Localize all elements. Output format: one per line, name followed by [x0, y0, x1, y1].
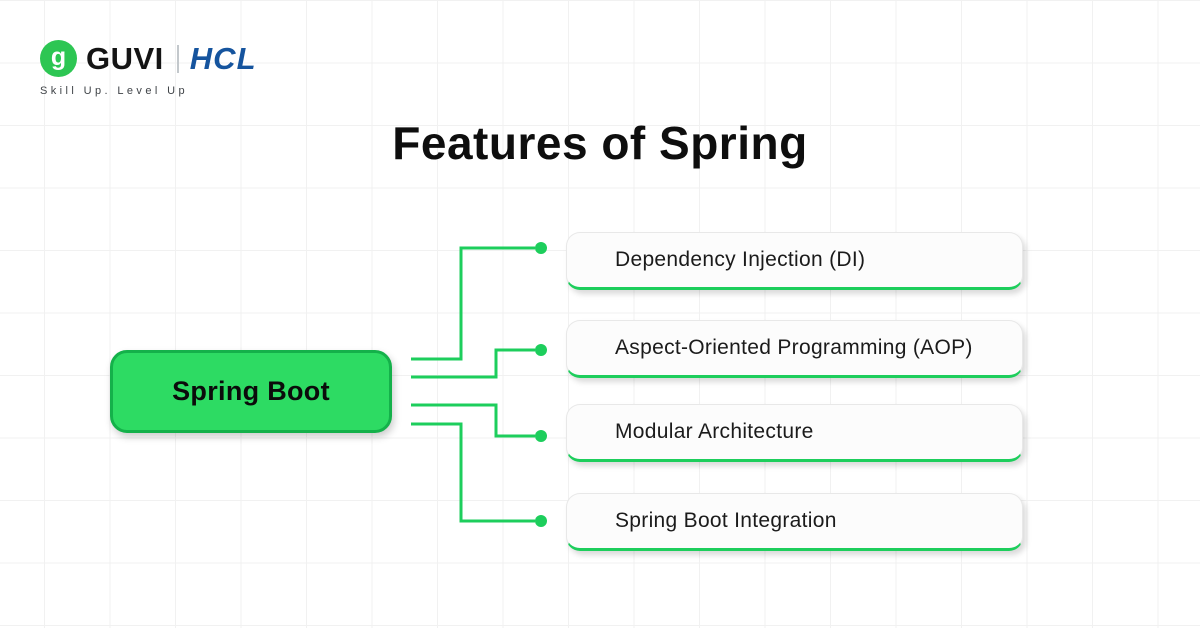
- guvi-wordmark: GUVI: [86, 40, 164, 76]
- brand-logo-row: g GUVI HCL: [40, 40, 257, 77]
- connector-dot-4: [535, 515, 547, 527]
- guvi-logo-icon: g: [40, 40, 77, 77]
- feature-label: Spring Boot Integration: [615, 509, 837, 532]
- connector-dot-1: [535, 242, 547, 254]
- connector-dot-3: [535, 430, 547, 442]
- brand-divider: [176, 44, 179, 73]
- feature-label: Aspect-Oriented Programming (AOP): [615, 336, 973, 359]
- feature-label: Modular Architecture: [615, 420, 814, 443]
- feature-node-aop: Aspect-Oriented Programming (AOP): [566, 320, 1023, 378]
- feature-node-dependency-injection: Dependency Injection (DI): [566, 232, 1023, 290]
- feature-node-spring-boot-integration: Spring Boot Integration: [566, 493, 1023, 551]
- root-node-label: Spring Boot: [172, 376, 330, 406]
- connector-line-4: [411, 422, 535, 523]
- guvi-logo-glyph: g: [50, 42, 67, 71]
- connector-dot-2: [535, 344, 547, 356]
- brand-tagline: Skill Up. Level Up: [40, 85, 189, 97]
- root-node-spring-boot: Spring Boot: [110, 350, 392, 433]
- connector-line-1: [411, 246, 535, 361]
- page-title: Features of Spring: [392, 117, 808, 169]
- hcl-wordmark: HCL: [189, 40, 257, 76]
- feature-label: Dependency Injection (DI): [615, 248, 866, 271]
- connector-line-3: [411, 403, 535, 438]
- connector-line-2: [411, 348, 535, 379]
- brand-block: g GUVI HCL Skill Up. Level Up: [40, 40, 257, 97]
- feature-node-modular-architecture: Modular Architecture: [566, 404, 1023, 462]
